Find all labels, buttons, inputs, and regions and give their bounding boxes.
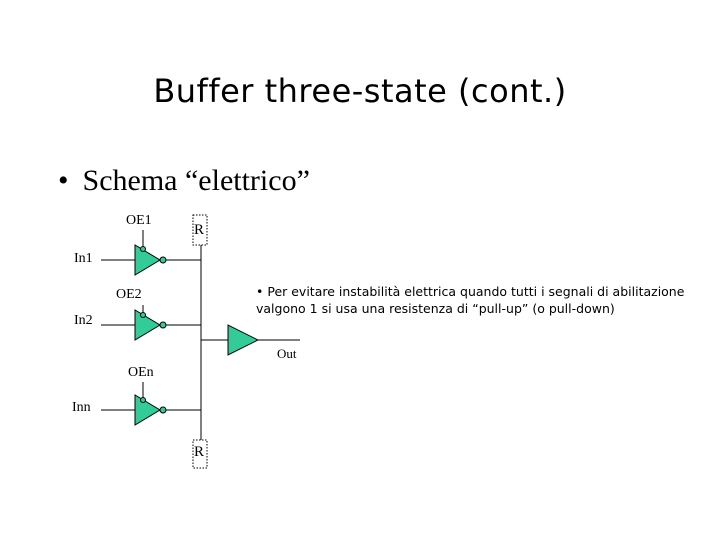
oe2-label: OE2: [116, 287, 142, 302]
pull-up-note: • Per evitare instabilità elettrica quan…: [256, 284, 685, 316]
buffer-2-output-bubble: [159, 321, 167, 329]
buffer-n-triangle: [134, 394, 161, 426]
buffer-1-triangle: [134, 244, 161, 276]
bullet-item: • Schema “elettrico”: [58, 164, 310, 198]
resistor-top: [192, 214, 208, 246]
resistor-bottom-label: R: [194, 444, 205, 460]
in2-label: In2: [74, 313, 93, 328]
in1-label: In1: [74, 251, 93, 266]
buffer-1-output-bubble: [159, 256, 167, 264]
buffer-2-triangle: [134, 309, 161, 341]
bullet-text: Schema “elettrico”: [82, 164, 310, 197]
buffer-n: [101, 382, 201, 426]
slide-title: Buffer three-state (cont.): [153, 72, 567, 110]
output-buffer-triangle: [227, 324, 260, 356]
inn-label: Inn: [72, 400, 91, 415]
resistor-bottom: [192, 439, 208, 469]
buffer-2: [101, 305, 201, 341]
resistor-top-label: R: [194, 222, 205, 238]
buffer-n-output-bubble: [159, 406, 167, 414]
bullet-marker: •: [58, 164, 69, 197]
out-label: Out: [277, 346, 297, 361]
output-buffer: [201, 324, 300, 356]
buffer-1: [101, 230, 201, 276]
oen-label: OEn: [128, 365, 154, 380]
oe1-label: OE1: [126, 213, 152, 228]
